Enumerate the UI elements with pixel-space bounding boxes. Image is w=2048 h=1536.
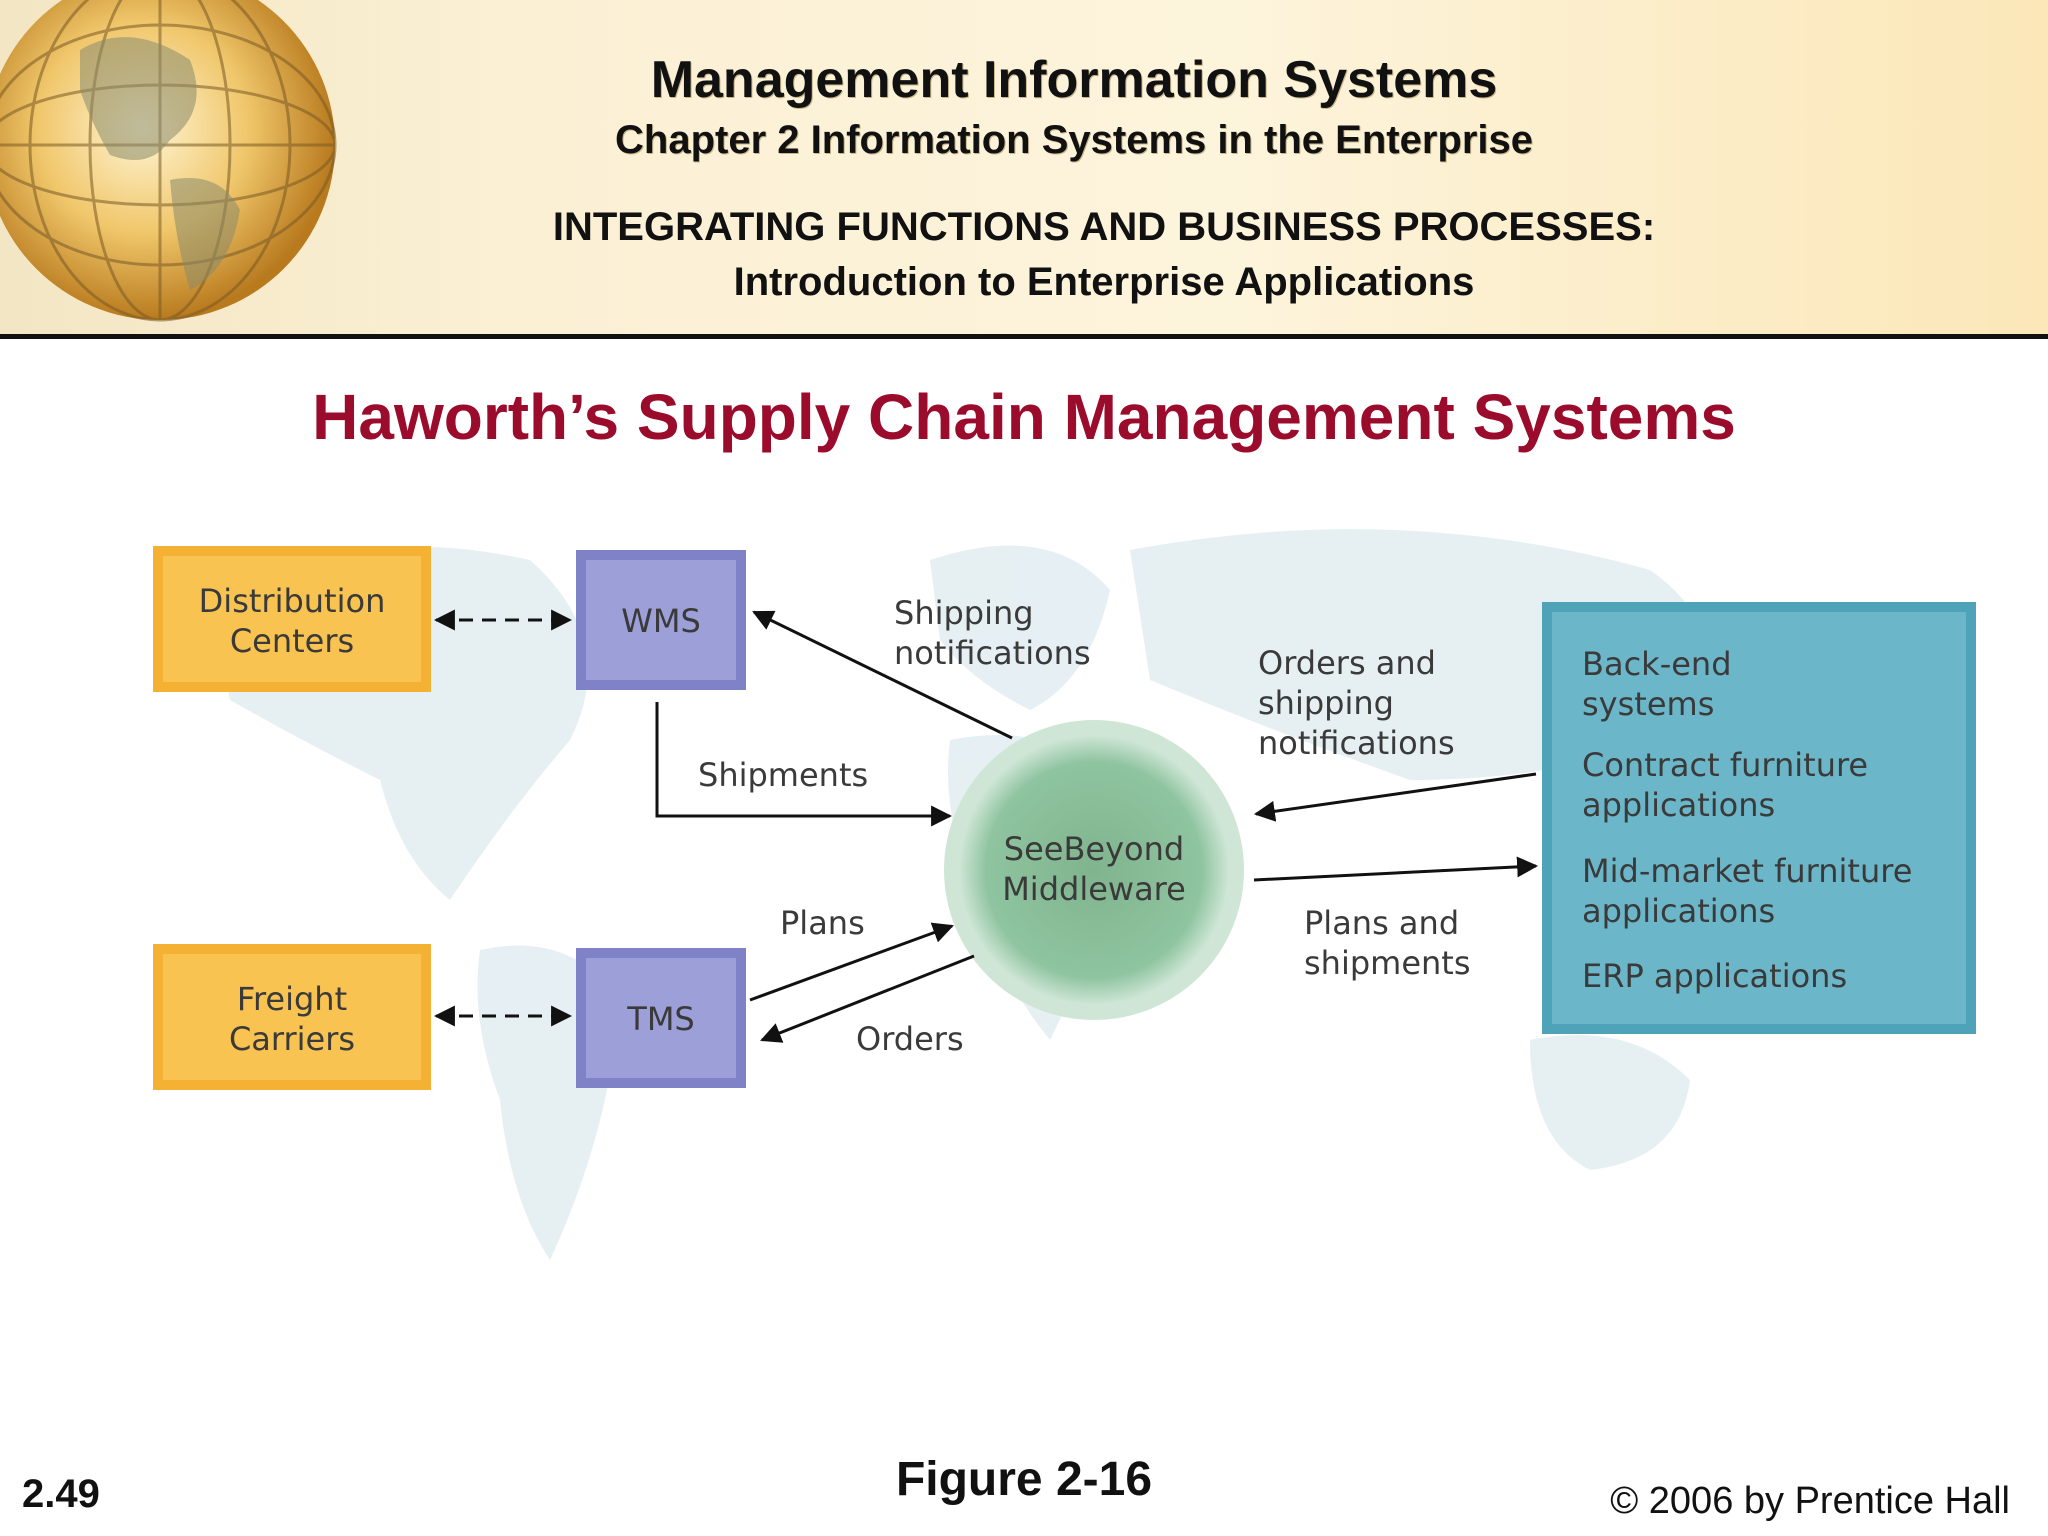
figure-label: Figure 2-16 [895, 1453, 1153, 1506]
freight-carriers-line2: Carriers [229, 1020, 355, 1058]
middleware-circle: SeeBeyond Middleware [944, 720, 1244, 1020]
shipments-arrow [655, 702, 953, 827]
course-title: Management Information Systems [650, 51, 1498, 109]
middleware-line1: SeeBeyond [1004, 830, 1184, 868]
wms-label: WMS [621, 602, 701, 640]
header-divider [0, 334, 2048, 339]
slide-title: Haworth’s Supply Chain Management System… [312, 381, 1736, 453]
plans-arrow [749, 922, 954, 1002]
label-plans: Plans [780, 904, 865, 942]
freight-carriers-box: Freight Carriers [153, 944, 431, 1090]
orders-and-shipping-arrow [1253, 772, 1537, 822]
globe-icon [0, 0, 337, 322]
chapter-title: Chapter 2 Information Systems in the Ent… [615, 118, 1533, 162]
shipping-notifications-arrow [752, 610, 1013, 740]
distribution-centers-box: Distribution Centers [153, 546, 431, 692]
orders-arrow [760, 954, 975, 1043]
label-orders-and: Orders and [1258, 644, 1436, 682]
copyright-notice: © 2006 by Prentice Hall [1610, 1480, 2010, 1522]
label-notifications-2: notifications [1258, 724, 1455, 762]
backend-item-4: ERP applications [1582, 957, 1847, 995]
middleware-line2: Middleware [1002, 870, 1186, 908]
label-shipping: Shipping [894, 594, 1034, 632]
label-orders: Orders [856, 1020, 964, 1058]
backend-item-1-line2: systems [1582, 685, 1714, 723]
backend-item-2-line2: applications [1582, 786, 1775, 824]
header-band [0, 0, 2048, 336]
page-number: 2.49 [22, 1472, 100, 1516]
backend-item-3-line2: applications [1582, 892, 1775, 930]
backend-systems-box: Back-end systems Contract furniture appl… [1542, 602, 1976, 1034]
tms-box: TMS [576, 948, 746, 1088]
tms-label: TMS [626, 1000, 694, 1038]
distribution-centers-line1: Distribution [199, 582, 386, 620]
wms-box: WMS [576, 550, 746, 690]
label-shipping-2: shipping [1258, 684, 1394, 722]
label-notifications: notifications [894, 634, 1091, 672]
freight-carriers-line1: Freight [237, 980, 347, 1018]
backend-item-2-line1: Contract furniture [1582, 746, 1868, 784]
distribution-centers-line2: Centers [230, 622, 354, 660]
label-shipments-2: shipments [1304, 944, 1471, 982]
section-title-line1: INTEGRATING FUNCTIONS AND BUSINESS PROCE… [552, 205, 1656, 249]
plans-and-shipments-arrow [1253, 856, 1539, 882]
label-shipments: Shipments [698, 756, 868, 794]
section-title-line2: Introduction to Enterprise Applications [733, 260, 1475, 304]
backend-item-1-line1: Back-end [1582, 645, 1732, 683]
backend-item-3-line1: Mid-market furniture [1582, 852, 1912, 890]
label-plans-and: Plans and [1304, 904, 1459, 942]
